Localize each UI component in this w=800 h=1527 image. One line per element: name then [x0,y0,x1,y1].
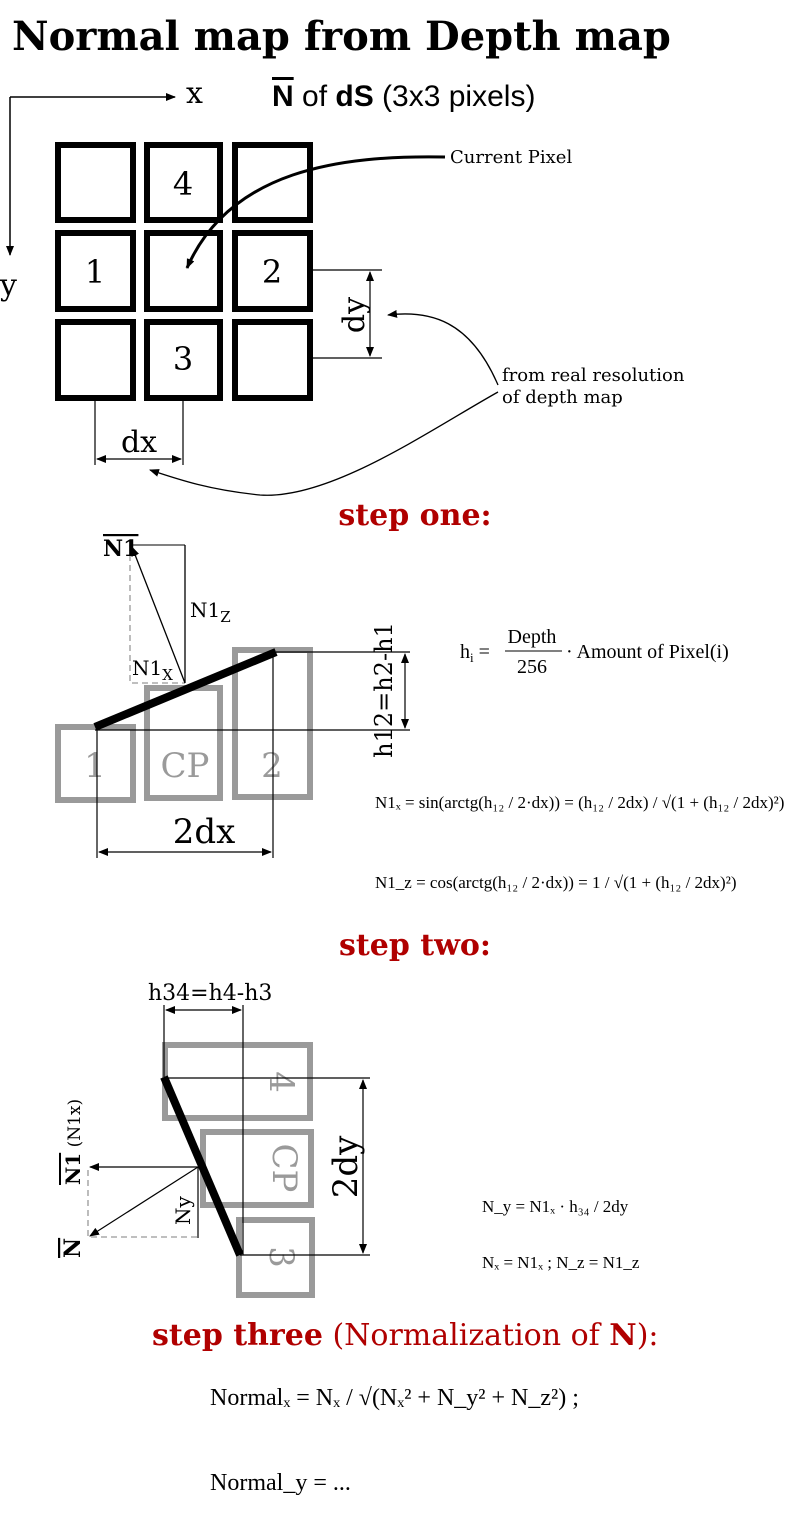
formula-n1x: N1ₓ = sin(arctg(h₁₂ / 2·dx)) = (h₁₂ / 2d… [375,793,784,812]
formula-n1z: N1_z = cos(arctg(h₁₂ / 2·dx)) = 1 / √(1 … [375,873,736,892]
h34-label: h34=h4-h3 [148,981,272,1006]
x-axis-label: x [186,76,203,111]
svg-text:256: 256 [517,656,547,678]
box-4-label: 4 [261,1071,301,1093]
box-1-label: 1 [84,746,106,786]
box-3-label: 3 [261,1246,301,1268]
n-label: N [60,1238,86,1258]
cell-4: 4 [173,165,193,203]
formula-nx-nz: Nₓ = N1ₓ ; N_z = N1_z [482,1253,640,1272]
subtitle: N of dS (3x3 pixels) [272,80,535,113]
dx-dimension [94,398,184,465]
formula-h: hi = Depth 256 · Amount of Pixel(i) [460,626,729,678]
box-cp-label: CP [161,746,210,786]
step-three-heading: step three (Normalization of N): [152,1318,659,1353]
step-two-heading: step two: [339,928,491,963]
svg-text:· Amount of Pixel(i): · Amount of Pixel(i) [566,641,729,663]
y-axis-label: y [0,268,17,303]
n1-label: N1 [103,536,138,562]
h34-dimension [163,1005,370,1256]
2dy-label: 2dy [326,1135,366,1198]
pixel-grid [55,142,313,401]
svg-text:Depth: Depth [508,626,557,648]
box-2-label: 2 [261,746,283,786]
2dx-label: 2dx [173,812,236,852]
cell-3: 3 [173,340,193,378]
svg-text:hi =: hi = [460,641,490,665]
dy-dimension [310,269,382,359]
box-cp-label-2: CP [264,1144,304,1193]
h12-dimension [95,651,410,731]
cell-2: 2 [262,253,282,291]
formula-normal-y: Normal_y = ... [210,1470,351,1496]
step-one-heading: step one: [338,498,491,533]
2dx-dimension [96,652,274,858]
n1-vector [129,544,186,684]
current-pixel-label: Current Pixel [450,147,572,168]
axes: x y [0,76,203,303]
current-pixel-arrow [185,155,446,269]
ny-label: Ny [171,1196,195,1226]
slope-line-2 [160,1075,244,1257]
n1-n1x-label: N1 (N1x) [61,1099,85,1185]
n1x-label: N1X [132,656,173,684]
dy-label: dy [337,297,372,333]
page-title: Normal map from Depth map [12,13,671,60]
grid-labels: 4 1 2 3 [85,165,282,378]
formula-ny: N_y = N1ₓ · h₃₄ / 2dy [482,1197,629,1216]
slope-line [93,648,278,731]
h12-label: h12=h2-h1 [370,622,398,758]
resolution-note-line2: of depth map [502,387,623,408]
cell-1: 1 [85,253,105,291]
dy-pointer [387,309,499,386]
resolution-note-line1: from real resolution [502,365,685,386]
formula-normal-x: Normalₓ = Nₓ / √(Nₓ² + N_y² + N_z²) ; [210,1385,579,1411]
dx-pointer [149,391,499,496]
dx-label: dx [121,425,157,460]
n1z-label: N1Z [190,598,231,626]
n-vector [87,1163,199,1238]
